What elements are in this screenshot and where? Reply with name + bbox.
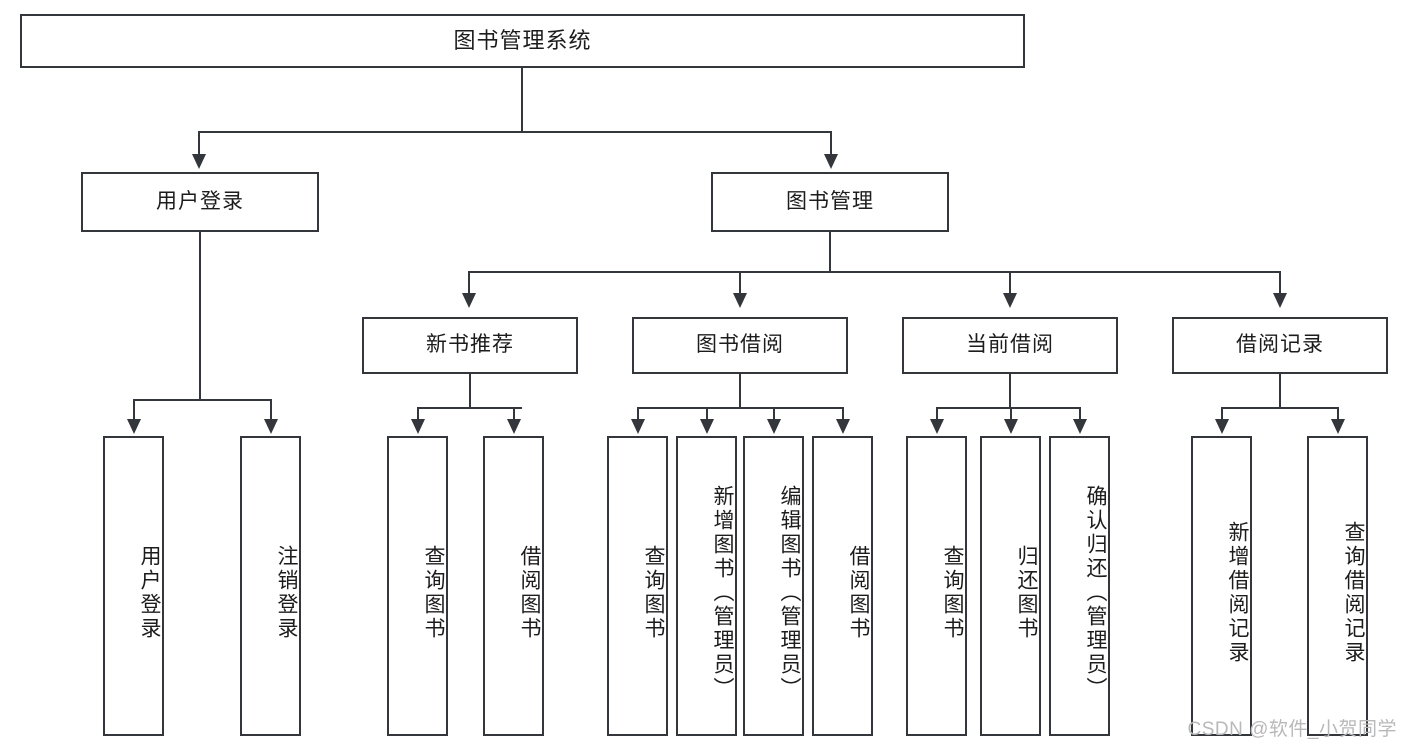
arrow-new-book-rec-leaf-1 — [411, 419, 425, 434]
edge-borrow-record-drop-2 — [1337, 407, 1339, 421]
arrow-user-login-leaf-1 — [127, 419, 141, 434]
edge-book-borrow-drop-3 — [773, 407, 775, 421]
leaf-query-record-label: 查询借阅记录 — [1342, 521, 1365, 665]
edge-current-borrow-drop-1 — [936, 407, 938, 421]
node-book-borrow-label: 图书借阅 — [696, 333, 784, 357]
edge-book-borrow-drop-1 — [637, 407, 639, 421]
edge-book-borrow-drop-2 — [706, 407, 708, 421]
edge-book-manage-drop-4 — [1279, 271, 1281, 295]
edge-new-book-rec-stem — [469, 374, 471, 408]
edge-new-book-rec-drop-2 — [513, 407, 515, 421]
node-current-borrow[interactable]: 当前借阅 — [902, 317, 1118, 374]
leaf-query-book-1-label: 查询图书 — [422, 545, 445, 641]
arrow-book-borrow-leaf-4 — [836, 419, 850, 434]
edge-current-borrow-stem — [1009, 374, 1011, 408]
leaf-add-record-label: 新增借阅记录 — [1226, 521, 1249, 665]
edge-current-borrow-drop-2 — [1010, 407, 1012, 421]
arrow-book-manage-child-2 — [733, 293, 747, 308]
leaf-add-book-label: 新增图书（管理员） — [711, 485, 734, 701]
arrow-current-borrow-leaf-2 — [1004, 419, 1018, 434]
leaf-query-book-3-label: 查询图书 — [941, 545, 964, 641]
edge-book-borrow-drop-4 — [842, 407, 844, 421]
leaf-borrow-book-1-label: 借阅图书 — [518, 545, 541, 641]
node-book-manage[interactable]: 图书管理 — [711, 172, 949, 232]
edge-book-manage-drop-3 — [1009, 271, 1011, 295]
arrow-current-borrow-leaf-3 — [1073, 419, 1087, 434]
arrow-book-borrow-leaf-1 — [631, 419, 645, 434]
csdn-watermark: CSDN @软件_小贺同学 — [1187, 719, 1397, 740]
edge-current-borrow-bus — [936, 407, 1081, 409]
node-book-manage-label: 图书管理 — [786, 189, 874, 213]
arrow-book-manage-child-3 — [1003, 293, 1017, 308]
arrow-book-borrow-leaf-2 — [700, 419, 714, 434]
edge-book-manage-bus — [468, 271, 1280, 273]
arrow-current-borrow-leaf-1 — [930, 419, 944, 434]
edge-user-login-drop-2 — [270, 399, 272, 421]
edge-borrow-record-bus — [1221, 407, 1338, 409]
leaf-query-book-1[interactable]: 查询图书 — [387, 436, 448, 736]
leaf-add-book[interactable]: 新增图书（管理员） — [676, 436, 737, 736]
leaf-borrow-book-1[interactable]: 借阅图书 — [483, 436, 544, 736]
edge-borrow-record-stem — [1279, 374, 1281, 408]
edge-new-book-rec-drop-1 — [417, 407, 419, 421]
arrow-book-borrow-leaf-3 — [767, 419, 781, 434]
leaf-confirm-return-label: 确认归还（管理员） — [1084, 485, 1107, 701]
leaf-confirm-return[interactable]: 确认归还（管理员） — [1049, 436, 1110, 736]
edge-current-borrow-drop-3 — [1079, 407, 1081, 421]
edge-root-to-book-manage — [830, 131, 832, 158]
edge-new-book-rec-bus — [417, 407, 522, 409]
edge-user-login-drop-1 — [133, 399, 135, 421]
node-root-label: 图书管理系统 — [453, 28, 592, 54]
arrow-book-manage-child-1 — [462, 293, 476, 308]
edge-root-to-user-login — [198, 131, 200, 158]
arrow-root-to-book-manage — [824, 154, 838, 169]
edge-book-borrow-bus — [637, 407, 844, 409]
arrow-book-manage-child-4 — [1273, 293, 1287, 308]
arrow-borrow-record-leaf-1 — [1215, 419, 1229, 434]
arrow-root-to-user-login — [192, 154, 206, 169]
node-borrow-record[interactable]: 借阅记录 — [1172, 317, 1388, 374]
leaf-borrow-book-2[interactable]: 借阅图书 — [812, 436, 873, 736]
leaf-logout[interactable]: 注销登录 — [240, 436, 301, 736]
node-user-login[interactable]: 用户登录 — [81, 172, 319, 232]
leaf-query-book-3[interactable]: 查询图书 — [906, 436, 967, 736]
edge-user-login-bus — [133, 399, 271, 401]
leaf-borrow-book-2-label: 借阅图书 — [847, 545, 870, 641]
edge-book-manage-drop-2 — [739, 271, 741, 295]
edge-user-login-stem — [199, 232, 201, 400]
edge-root-stem — [521, 68, 523, 132]
edge-book-manage-drop-1 — [468, 271, 470, 295]
edge-borrow-record-drop-1 — [1221, 407, 1223, 421]
leaf-return-book-label: 归还图书 — [1015, 545, 1038, 641]
arrow-borrow-record-leaf-2 — [1331, 419, 1345, 434]
leaf-add-record[interactable]: 新增借阅记录 — [1191, 436, 1252, 736]
leaf-query-book-2[interactable]: 查询图书 — [607, 436, 668, 736]
leaf-query-book-2-label: 查询图书 — [642, 545, 665, 641]
edge-book-borrow-stem — [739, 374, 741, 408]
node-current-borrow-label: 当前借阅 — [966, 333, 1054, 357]
leaf-query-record[interactable]: 查询借阅记录 — [1307, 436, 1368, 736]
leaf-user-login[interactable]: 用户登录 — [103, 436, 164, 736]
arrow-user-login-leaf-2 — [264, 419, 278, 434]
node-new-book-rec[interactable]: 新书推荐 — [362, 317, 578, 374]
leaf-logout-label: 注销登录 — [275, 545, 298, 641]
node-borrow-record-label: 借阅记录 — [1236, 333, 1324, 357]
node-user-login-label: 用户登录 — [156, 189, 244, 213]
leaf-edit-book-label: 编辑图书（管理员） — [778, 485, 801, 701]
node-book-borrow[interactable]: 图书借阅 — [632, 317, 848, 374]
leaf-user-login-label: 用户登录 — [138, 545, 161, 641]
leaf-edit-book[interactable]: 编辑图书（管理员） — [743, 436, 804, 736]
edge-root-bus — [198, 131, 832, 133]
arrow-new-book-rec-leaf-2 — [507, 419, 521, 434]
node-new-book-rec-label: 新书推荐 — [426, 333, 514, 357]
leaf-return-book[interactable]: 归还图书 — [980, 436, 1041, 736]
edge-book-manage-stem — [829, 232, 831, 272]
node-root[interactable]: 图书管理系统 — [20, 14, 1025, 68]
